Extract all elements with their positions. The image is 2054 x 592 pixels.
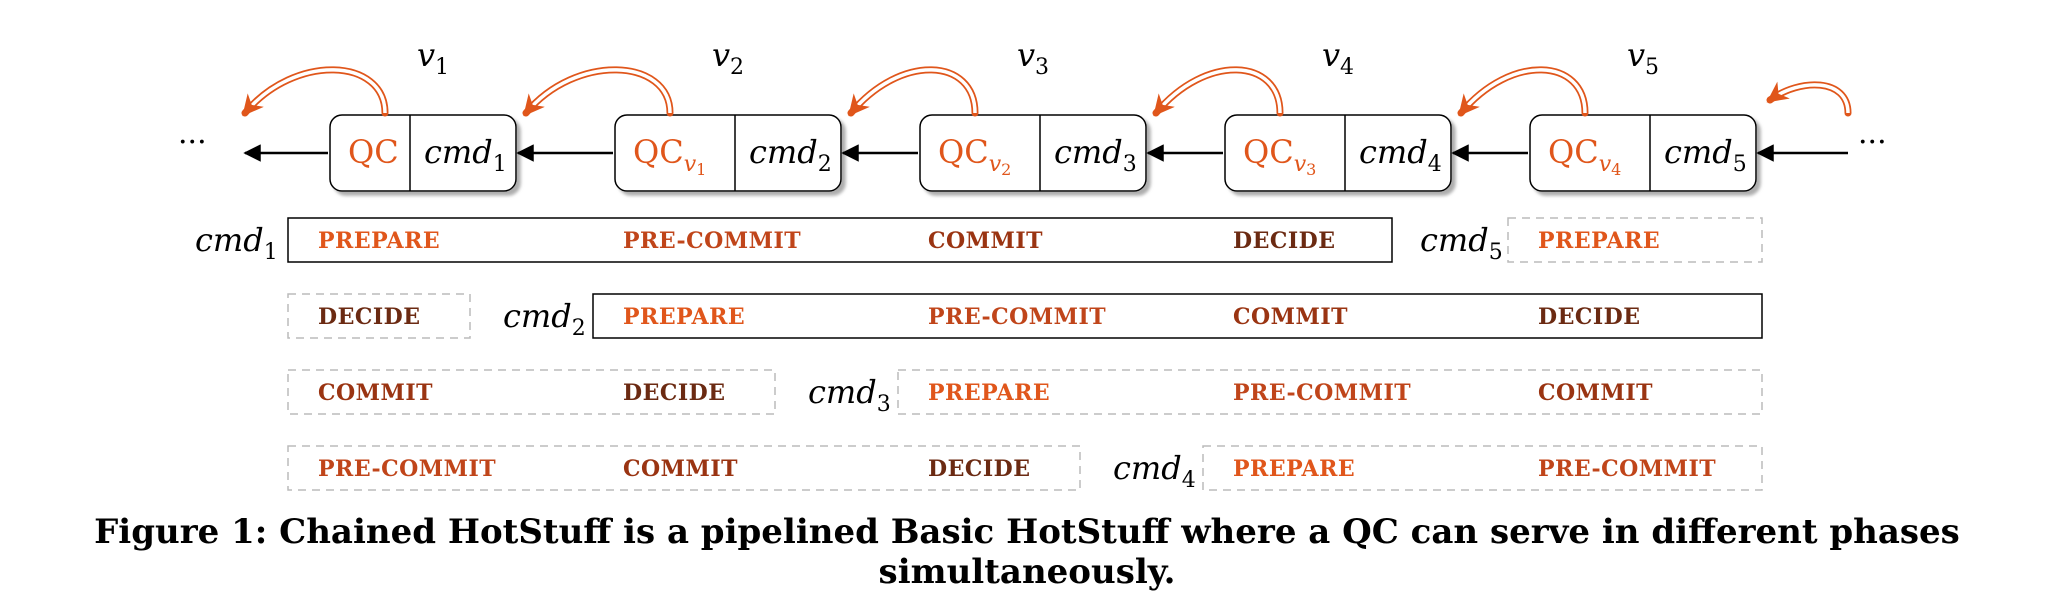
view-label: v2 bbox=[712, 36, 744, 80]
phase-label: PRE-COMMIT bbox=[928, 304, 1106, 330]
row-cmd-label: cmd5 bbox=[1420, 221, 1503, 265]
cmd-row: PRE-COMMIT COMMIT DECIDE cmd4 PREPARE PRE-COM… bbox=[287, 445, 1763, 493]
phase-label: DECIDE bbox=[318, 304, 421, 330]
phase-label: PREPARE bbox=[1233, 456, 1355, 482]
qc-pointer-arrow bbox=[1766, 81, 1850, 114]
view-label: v4 bbox=[1322, 36, 1354, 80]
block-box bbox=[614, 114, 842, 192]
block-cmd-label: cmd5 bbox=[1664, 133, 1747, 177]
previous-phases-box bbox=[287, 445, 1081, 491]
qc-label: QCv3 bbox=[1243, 133, 1316, 179]
phase-label: PREPARE bbox=[318, 228, 440, 254]
qc-label: QCv1 bbox=[633, 133, 706, 179]
qc-pointer-arrow bbox=[1458, 68, 1587, 117]
previous-phases-box bbox=[287, 369, 776, 415]
figure-caption: Figure 1: Chained HotStuff is a pipeline… bbox=[94, 512, 1960, 592]
qc-label: QCv2 bbox=[938, 133, 1011, 179]
row-cmd-label: cmd4 bbox=[1113, 449, 1196, 493]
phase-label: PREPARE bbox=[623, 304, 745, 330]
block-box bbox=[1529, 114, 1757, 192]
phase-label: DECIDE bbox=[1538, 304, 1641, 330]
row-cmd-label: cmd3 bbox=[808, 373, 891, 417]
previous-phases-box bbox=[287, 293, 471, 339]
next-phases-box bbox=[1507, 217, 1763, 263]
phase-label: COMMIT bbox=[1233, 304, 1348, 330]
current-phases-box bbox=[592, 293, 1763, 339]
phase-label: PRE-COMMIT bbox=[1233, 380, 1411, 406]
cmd-row: COMMIT DECIDE cmd3 PREPARE PRE-COMMIT COMMIT bbox=[287, 369, 1763, 417]
chain-block: QCv4 cmd5 v5 bbox=[1457, 36, 1757, 192]
phase-label: PREPARE bbox=[928, 380, 1050, 406]
qc-pointer-arrow bbox=[848, 68, 977, 117]
current-phases-box bbox=[1202, 445, 1763, 491]
view-label: v1 bbox=[417, 36, 449, 80]
chain-block: QCv3 cmd4 v4 bbox=[1152, 36, 1452, 192]
row-cmd-label: cmd2 bbox=[503, 297, 586, 341]
block-cmd-label: cmd3 bbox=[1054, 133, 1137, 177]
chain-block: QC cmd1 v1 bbox=[241, 36, 517, 192]
chain-block: QCv1 cmd2 v2 bbox=[522, 36, 842, 192]
block-cmd-label: cmd1 bbox=[424, 133, 507, 177]
ellipsis-left: ··· bbox=[178, 125, 207, 160]
cmd-row: DECIDE cmd2 PREPARE PRE-COMMIT COMMIT DECIDE bbox=[287, 293, 1763, 341]
phase-label: PRE-COMMIT bbox=[1538, 456, 1716, 482]
view-label: v3 bbox=[1017, 36, 1049, 80]
phase-label: DECIDE bbox=[623, 380, 726, 406]
block-box bbox=[1224, 114, 1452, 192]
block-cmd-label: cmd2 bbox=[749, 133, 832, 177]
qc-label: QC bbox=[348, 133, 399, 171]
phase-label: PREPARE bbox=[1538, 228, 1660, 254]
row-cmd-label: cmd1 bbox=[195, 221, 278, 265]
cmd-row: cmd1 PREPARE PRE-COMMIT COMMIT DECIDE cmd5 PRE… bbox=[195, 217, 1763, 265]
qc-label: QCv4 bbox=[1548, 133, 1621, 179]
current-phases-box bbox=[897, 369, 1763, 415]
current-phases-box bbox=[287, 217, 1393, 263]
block-box bbox=[919, 114, 1147, 192]
phase-label: COMMIT bbox=[928, 228, 1043, 254]
qc-pointer-arrow bbox=[523, 68, 672, 117]
ellipsis-right: ··· bbox=[1858, 125, 1887, 160]
block-cmd-label: cmd4 bbox=[1359, 133, 1442, 177]
view-label: v5 bbox=[1627, 36, 1659, 80]
qc-pointer-arrow bbox=[242, 68, 387, 117]
phase-label: PRE-COMMIT bbox=[623, 228, 801, 254]
phase-label: DECIDE bbox=[1233, 228, 1336, 254]
phase-label: DECIDE bbox=[928, 456, 1031, 482]
qc-pointer-arrow bbox=[1153, 68, 1282, 117]
chain-block: QCv2 cmd3 v3 bbox=[847, 36, 1147, 192]
phase-label: PRE-COMMIT bbox=[318, 456, 496, 482]
phase-label: COMMIT bbox=[318, 380, 433, 406]
phase-label: COMMIT bbox=[623, 456, 738, 482]
phase-label: COMMIT bbox=[1538, 380, 1653, 406]
block-box bbox=[329, 114, 517, 192]
